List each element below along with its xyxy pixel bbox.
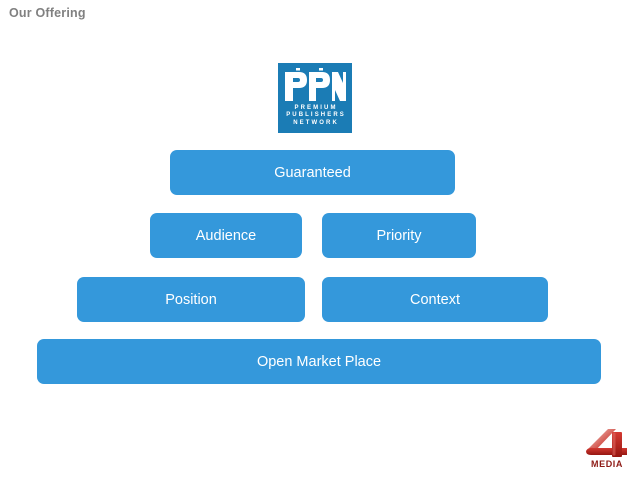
pyramid-bar-label: Context (410, 291, 460, 308)
ppn-tagline-line-3: NETWORK (293, 119, 339, 126)
ppn-tagline-line-1: PREMIUM (294, 105, 338, 111)
pyramid-bar-label: Audience (195, 227, 257, 244)
pyramid-bar-context[interactable]: Context (322, 277, 548, 322)
pyramid-bar-audience[interactable]: Audience (150, 213, 302, 258)
pyramid-bar-guaranteed[interactable]: Guaranteed (170, 150, 455, 195)
pyramid-bar-priority[interactable]: Priority (322, 213, 476, 258)
pyramid-bar-position[interactable]: Position (77, 277, 305, 322)
pyramid-bar-label: Guaranteed (274, 164, 351, 181)
pyramid-bar-label: Open Market Place (256, 353, 382, 370)
4media-wordmark: MEDIA (591, 459, 623, 469)
ppn-logo: PREMIUM PUBLISHERS NETWORK (278, 63, 352, 133)
ppn-wordmark-icon (285, 68, 346, 101)
ppn-tagline-line-2: PUBLISHERS (286, 112, 346, 119)
page-title: Our Offering (9, 6, 86, 20)
ppn-tagline: PREMIUM PUBLISHERS NETWORK (284, 105, 346, 127)
pyramid-bar-label: Priority (376, 227, 422, 244)
pyramid-bar-open-market-place[interactable]: Open Market Place (37, 339, 601, 384)
pyramid-bar-label: Position (165, 291, 217, 308)
4media-logo: MEDIA (581, 428, 633, 472)
4media-numeral-icon (586, 429, 627, 457)
